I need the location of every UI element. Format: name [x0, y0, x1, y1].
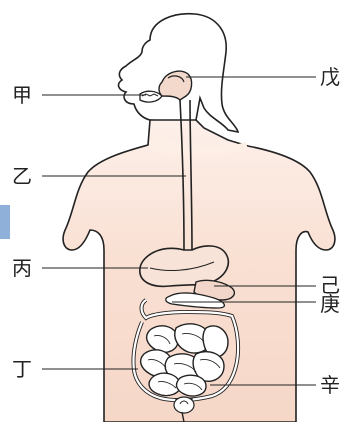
- label-jia: 甲: [12, 84, 32, 106]
- label-yi: 乙: [12, 165, 32, 187]
- stomach: [140, 246, 229, 286]
- label-ding: 丁: [12, 358, 32, 380]
- label-xin: 辛: [320, 374, 340, 396]
- label-geng: 庚: [320, 293, 340, 315]
- label-bing: 丙: [12, 257, 32, 279]
- bladder: [174, 397, 194, 413]
- label-wu: 戊: [320, 66, 340, 88]
